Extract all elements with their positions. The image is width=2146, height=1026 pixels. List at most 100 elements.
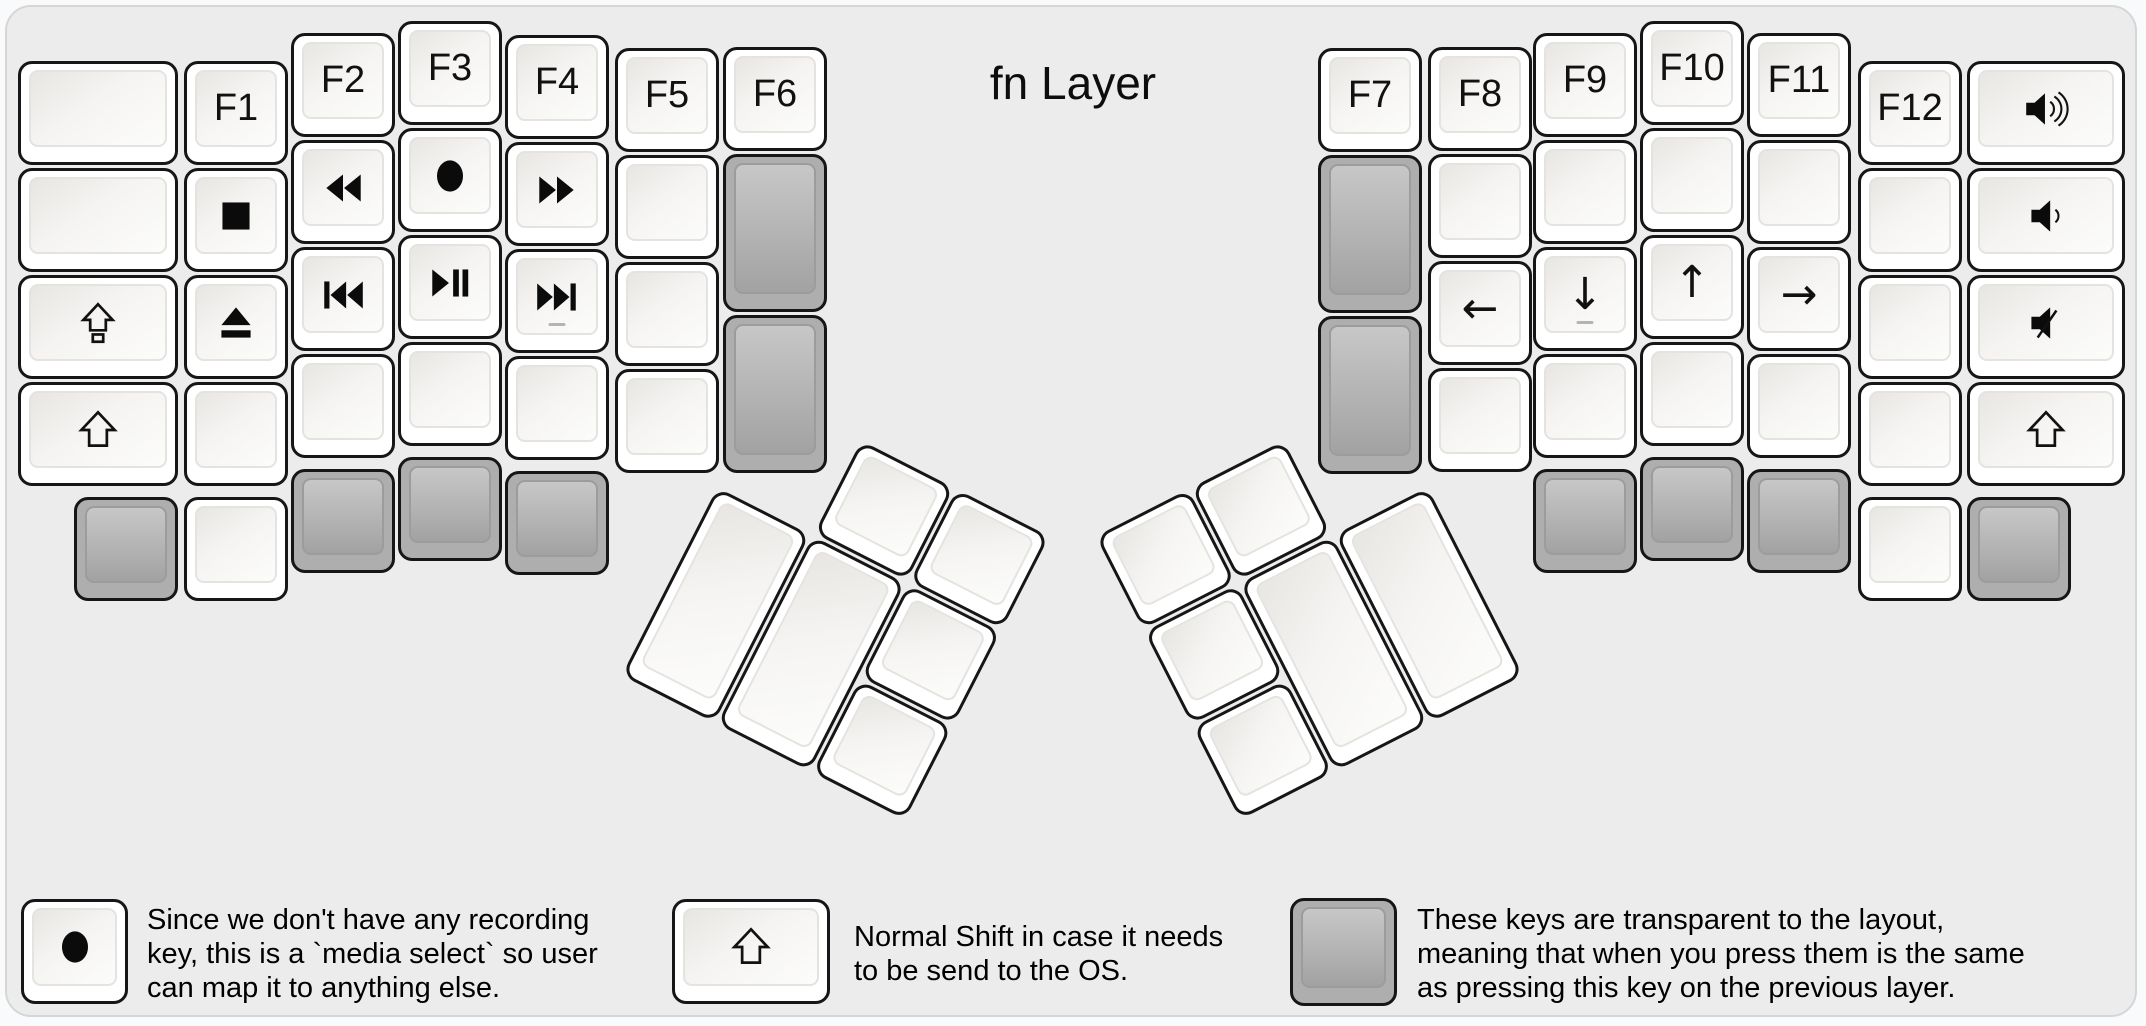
- keycap: F12: [1869, 70, 1951, 147]
- key-arrow-left[interactable]: ←: [1428, 261, 1532, 365]
- key-blank[interactable]: [18, 61, 178, 165]
- key-blank[interactable]: [1747, 140, 1851, 244]
- key-f1[interactable]: F1: [184, 61, 288, 165]
- keycap: [1651, 466, 1733, 543]
- keycap: [409, 244, 491, 321]
- key-label: F6: [752, 73, 798, 115]
- legend-text-line: Normal Shift in case it needs: [854, 921, 1224, 953]
- key-arrow-up[interactable]: ↑: [1640, 235, 1744, 339]
- key-blank[interactable]: [1428, 154, 1532, 258]
- key-transparent[interactable]: [1290, 898, 1397, 1006]
- key-shift[interactable]: [672, 899, 830, 1004]
- key-transparent[interactable]: [1747, 469, 1851, 573]
- key-eject[interactable]: [184, 275, 288, 379]
- key-caps-lock[interactable]: [18, 275, 178, 379]
- key-f3[interactable]: F3: [398, 21, 502, 125]
- key-volume-down[interactable]: [1967, 168, 2125, 272]
- key-label: F7: [1347, 74, 1393, 116]
- key-blank[interactable]: [1858, 275, 1962, 379]
- keycap: [1978, 506, 2060, 583]
- keycap: [302, 149, 384, 226]
- key-blank[interactable]: [615, 155, 719, 259]
- key-f11[interactable]: F11: [1747, 33, 1851, 137]
- keycap: [1869, 177, 1951, 254]
- keycap: [302, 478, 384, 555]
- key-transparent[interactable]: [291, 469, 395, 573]
- prev-track-icon: [318, 270, 368, 320]
- key-transparent[interactable]: [723, 154, 827, 312]
- keycap: [1544, 363, 1626, 440]
- key-blank[interactable]: [1747, 354, 1851, 458]
- key-f12[interactable]: F12: [1858, 61, 1962, 165]
- key-transparent[interactable]: [723, 315, 827, 473]
- key-blank[interactable]: [1640, 342, 1744, 446]
- keycap: [1978, 284, 2114, 361]
- keycap: [734, 163, 816, 294]
- keycap: [409, 137, 491, 214]
- key-play-pause[interactable]: [398, 235, 502, 339]
- key-f6[interactable]: F6: [723, 47, 827, 151]
- key-blank[interactable]: [505, 356, 609, 460]
- key-blank[interactable]: [615, 369, 719, 473]
- key-transparent[interactable]: [1533, 469, 1637, 573]
- key-blank[interactable]: [615, 262, 719, 366]
- fast-forward-icon: [532, 165, 582, 215]
- key-f5[interactable]: F5: [615, 48, 719, 152]
- key-blank[interactable]: [1858, 497, 1962, 601]
- keycap: [1544, 478, 1626, 555]
- key-transparent[interactable]: [74, 497, 178, 601]
- key-transparent[interactable]: [505, 471, 609, 575]
- key-blank[interactable]: [398, 342, 502, 446]
- caps-lock-icon: [73, 298, 123, 348]
- key-transparent[interactable]: [398, 457, 502, 561]
- key-fast-forward[interactable]: [505, 142, 609, 246]
- key-blank[interactable]: [1640, 128, 1744, 232]
- key-f10[interactable]: F10: [1640, 21, 1744, 125]
- key-record[interactable]: [398, 128, 502, 232]
- key-blank[interactable]: [1858, 382, 1962, 486]
- keycap: F7: [1329, 57, 1411, 134]
- key-blank[interactable]: [1533, 354, 1637, 458]
- key-rewind[interactable]: [291, 140, 395, 244]
- key-blank[interactable]: [18, 168, 178, 272]
- key-shift[interactable]: [1967, 382, 2125, 486]
- key-transparent[interactable]: [1640, 457, 1744, 561]
- keycap: [1439, 163, 1521, 240]
- key-f4[interactable]: F4: [505, 35, 609, 139]
- key-f7[interactable]: F7: [1318, 48, 1422, 152]
- key-blank[interactable]: [1858, 168, 1962, 272]
- keycap: [32, 908, 117, 986]
- keycap: [85, 506, 167, 583]
- key-next-track[interactable]: [505, 249, 609, 353]
- key-arrow-down[interactable]: ↓: [1533, 247, 1637, 351]
- keycap: [1758, 363, 1840, 440]
- key-stop[interactable]: [184, 168, 288, 272]
- key-blank[interactable]: [1533, 140, 1637, 244]
- keycap: [1869, 284, 1951, 361]
- key-transparent[interactable]: [1967, 497, 2071, 601]
- key-f9[interactable]: F9: [1533, 33, 1637, 137]
- key-transparent[interactable]: [1318, 155, 1422, 313]
- key-f2[interactable]: F2: [291, 33, 395, 137]
- key-arrow-right[interactable]: →: [1747, 247, 1851, 351]
- key-transparent[interactable]: [1318, 316, 1422, 474]
- key-blank[interactable]: [184, 497, 288, 601]
- keycap: F9: [1544, 42, 1626, 119]
- key-prev-track[interactable]: [291, 247, 395, 351]
- keycap: F2: [302, 42, 384, 119]
- key-blank[interactable]: [1428, 368, 1532, 472]
- keycap: [29, 177, 167, 254]
- keycap: ↓: [1544, 256, 1626, 333]
- key-record[interactable]: [21, 899, 128, 1004]
- keycap: F5: [626, 57, 708, 134]
- key-shift[interactable]: [18, 382, 178, 486]
- key-blank[interactable]: [291, 354, 395, 458]
- key-f8[interactable]: F8: [1428, 47, 1532, 151]
- key-volume-up[interactable]: [1967, 61, 2125, 165]
- keycap: [1651, 137, 1733, 214]
- key-blank[interactable]: [184, 382, 288, 486]
- key-volume-mute[interactable]: [1967, 275, 2125, 379]
